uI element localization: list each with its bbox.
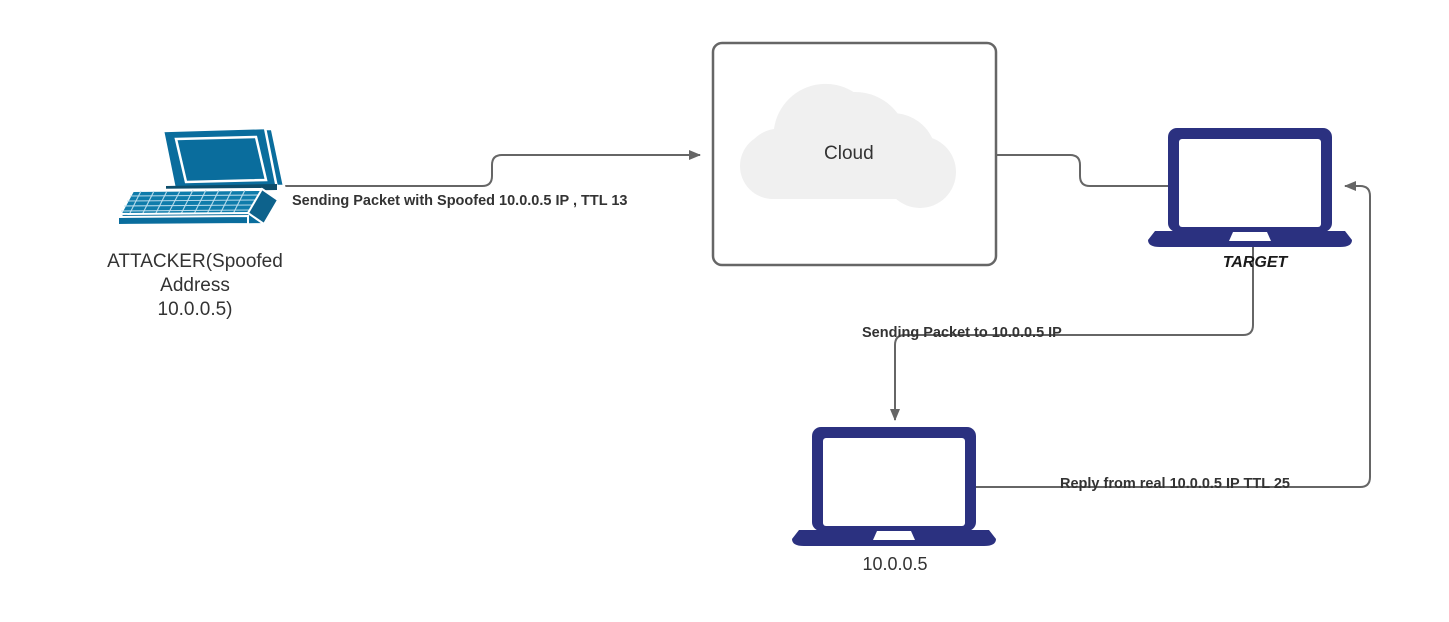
attacker-label: ATTACKER(Spoofed Address 10.0.0.5)	[107, 251, 283, 320]
attacker-laptop-icon[interactable]	[116, 126, 286, 228]
target-laptop-icon[interactable]	[1148, 128, 1352, 247]
edge-label-target-to-victim: Sending Packet to 10.0.0.5 IP	[862, 325, 1062, 341]
cloud-label: Cloud	[824, 143, 874, 164]
victim-label: 10.0.0.5	[862, 554, 928, 574]
edge-label-attacker-to-cloud: Sending Packet with Spoofed 10.0.0.5 IP …	[292, 193, 628, 209]
target-label: TARGET	[1222, 254, 1288, 271]
edge-attacker-to-cloud	[265, 150, 701, 187]
victim-laptop-icon[interactable]	[792, 427, 996, 546]
cloud-icon	[740, 83, 956, 208]
edge-label-victim-to-target: Reply from real 10.0.0.5 IP TTL 25	[1060, 476, 1290, 492]
edge-cloud-to-target	[996, 154, 1168, 187]
edge-target-to-victim	[890, 240, 1254, 421]
edge-victim-to-target	[975, 181, 1371, 488]
